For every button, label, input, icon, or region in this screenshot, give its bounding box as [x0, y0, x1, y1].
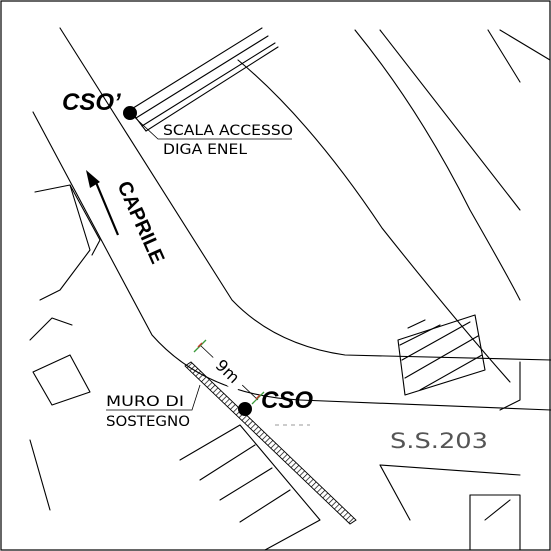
terrain-line-1 [237, 59, 511, 383]
stair-label-line2: DIGA ENEL [163, 142, 247, 158]
terrain-line-2 [354, 29, 521, 301]
direction-label: CAPRILE [113, 178, 169, 267]
building-lower-2 [469, 494, 521, 551]
terrain-line-6 [499, 361, 521, 411]
terrain-line-4 [487, 29, 521, 83]
retaining-wall [184, 361, 357, 525]
terrain-lower-1 [379, 464, 411, 521]
building-left-3 [29, 317, 73, 341]
terrain-left-lower [29, 439, 51, 511]
stair-leader [129, 112, 292, 140]
wall-leader [106, 384, 201, 411]
stair-access [129, 27, 279, 132]
building-lower-1 [179, 424, 321, 551]
road-edge-south [32, 111, 551, 411]
cso-lower-label: CSO [261, 387, 313, 414]
wall-label-line1: MURO DI [106, 394, 184, 410]
road-label: S.S.203 [390, 429, 488, 453]
building-left-2 [32, 354, 91, 406]
terrain-line-3 [379, 29, 521, 211]
cso-lower-point [238, 402, 252, 416]
building-left-1 [34, 184, 91, 301]
stair-label-line1: SCALA ACCESSO [163, 123, 293, 139]
cso-upper-label: CSO’ [62, 89, 121, 116]
cso-upper-point [123, 106, 137, 120]
road-edge-north [59, 27, 551, 361]
terrain-lower-2 [379, 464, 521, 476]
wall-label-line2: SOSTEGNO [106, 414, 190, 430]
building-left-1b [69, 184, 101, 256]
terrain-line-5 [499, 29, 551, 61]
direction-arrow [86, 170, 120, 236]
building-right-hatched [397, 314, 486, 396]
